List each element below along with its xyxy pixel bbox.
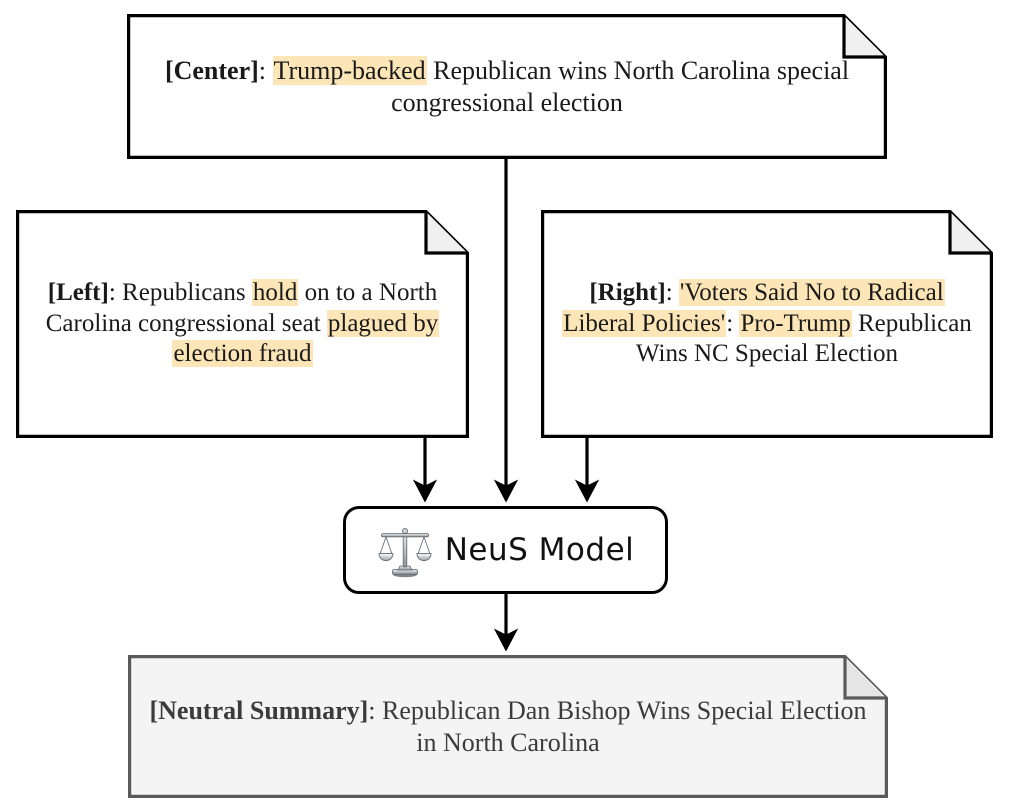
balance-scale-icon (378, 528, 432, 578)
note-center[interactable]: [Center]: Trump-backed Republican wins N… (127, 14, 887, 159)
note-summary-plain-0: Republican Dan Bishop Wins Special Elect… (382, 695, 867, 757)
note-left-highlight-1: hold (251, 279, 299, 307)
note-center-plain-1: Republican wins North Carolina special c… (391, 55, 850, 117)
note-center-tag: [Center] (164, 55, 259, 85)
neus-model-label: NeuS Model (444, 531, 635, 568)
note-left-tag: [Left] (47, 279, 109, 307)
note-center-text: [Center]: Trump-backed Republican wins N… (127, 55, 887, 118)
note-right-text: [Right]: 'Voters Said No to Radical Libe… (541, 278, 993, 370)
note-left[interactable]: [Left]: Republicans hold on to a North C… (16, 210, 469, 438)
note-summary-separator: : (368, 695, 383, 725)
note-right[interactable]: [Right]: 'Voters Said No to Radical Libe… (541, 210, 993, 438)
note-right-tag: [Right] (589, 279, 666, 307)
note-neutral-summary[interactable]: [Neutral Summary]: Republican Dan Bishop… (128, 655, 888, 798)
note-summary-tag: [Neutral Summary] (149, 695, 369, 725)
neus-model-node[interactable]: NeuS Model (343, 506, 668, 594)
note-right-highlight-2: Pro-Trump (739, 309, 852, 337)
note-left-separator: : (108, 279, 123, 307)
note-summary-text: [Neutral Summary]: Republican Dan Bishop… (128, 695, 888, 758)
note-right-separator: : (665, 279, 679, 307)
note-left-text: [Left]: Republicans hold on to a North C… (16, 278, 469, 370)
note-center-highlight-0: Trump-backed (272, 55, 427, 85)
note-center-separator: : (258, 55, 273, 85)
note-right-plain-1: : (726, 309, 740, 337)
note-left-plain-0: Republicans (122, 279, 252, 307)
